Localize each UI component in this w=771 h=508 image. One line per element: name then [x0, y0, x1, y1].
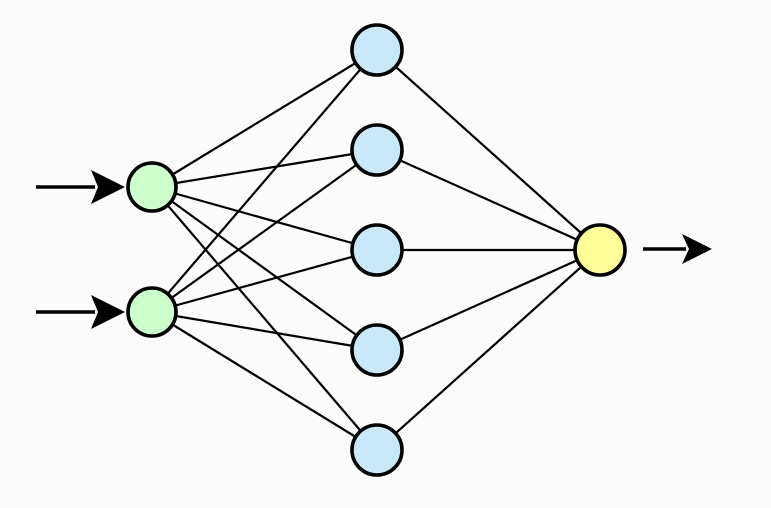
- edge-h4-to-o1: [375, 248, 602, 352]
- node-h1[interactable]: [350, 23, 404, 77]
- hidden-layer: [350, 23, 404, 477]
- output-layer: [573, 223, 627, 277]
- io-arrows-group: [36, 170, 712, 329]
- node-i1[interactable]: [126, 161, 178, 213]
- edges-group: [150, 48, 602, 452]
- node-h5[interactable]: [350, 423, 404, 477]
- node-h3[interactable]: [350, 223, 404, 277]
- input-arrow-2-head: [91, 295, 125, 329]
- input-layer: [126, 161, 178, 338]
- edge-i1-to-h4: [150, 185, 379, 352]
- edge-i2-to-h4: [150, 310, 379, 352]
- node-o1[interactable]: [573, 223, 627, 277]
- output-arrow-1-head: [682, 234, 712, 264]
- edge-i1-to-h1: [150, 48, 379, 189]
- input-arrow-1-head: [91, 170, 125, 204]
- edge-i2-to-h3: [150, 248, 379, 314]
- edge-h2-to-o1: [375, 148, 602, 252]
- edge-h1-to-o1: [375, 48, 602, 252]
- node-h4[interactable]: [350, 323, 404, 377]
- edge-i2-to-h2: [150, 148, 379, 314]
- node-i2[interactable]: [126, 286, 178, 338]
- edge-h5-to-o1: [375, 248, 602, 452]
- edge-i1-to-h5: [150, 185, 379, 452]
- edge-i1-to-h2: [150, 148, 379, 189]
- edge-i1-to-h3: [150, 185, 379, 252]
- node-h2[interactable]: [350, 123, 404, 177]
- edge-i2-to-h5: [150, 310, 379, 452]
- nodes-group: [126, 23, 627, 477]
- edge-i2-to-h1: [150, 48, 379, 314]
